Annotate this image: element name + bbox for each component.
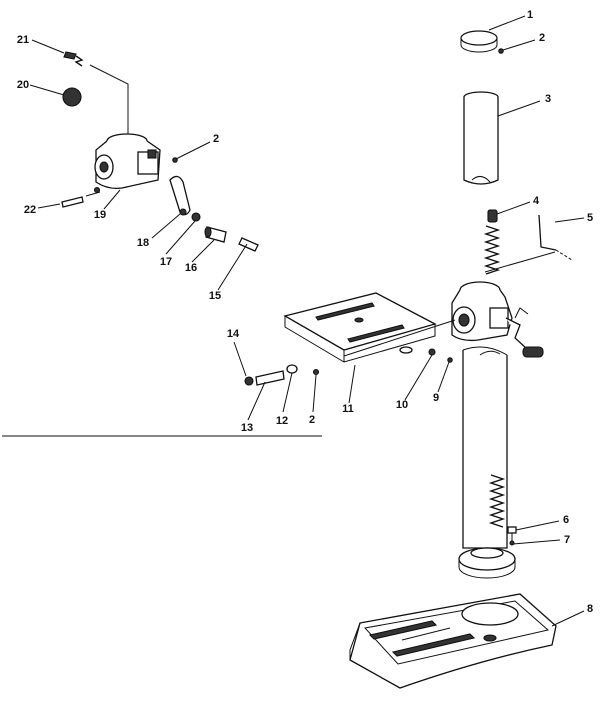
part-column-bracket bbox=[451, 281, 544, 358]
callout-2c: 2 bbox=[213, 133, 219, 145]
callout-21: 21 bbox=[17, 34, 29, 46]
part-base bbox=[349, 593, 557, 689]
callout-22: 22 bbox=[24, 204, 36, 216]
callout-19: 19 bbox=[94, 209, 106, 221]
part-table bbox=[283, 292, 437, 363]
callout-12: 12 bbox=[276, 415, 288, 427]
callout-11: 11 bbox=[342, 403, 354, 415]
callout-13: 13 bbox=[241, 422, 253, 434]
part-washer-17 bbox=[191, 212, 201, 222]
part-knob-16 bbox=[204, 226, 227, 243]
callout-3: 3 bbox=[545, 93, 551, 105]
callout-17: 17 bbox=[160, 256, 172, 268]
callout-2a: 2 bbox=[539, 32, 545, 44]
part-column-tube bbox=[463, 91, 499, 185]
callout-7: 7 bbox=[564, 534, 570, 546]
leader-lines bbox=[29, 15, 585, 627]
part-table-bolt bbox=[244, 364, 320, 386]
part-lever-arm bbox=[169, 175, 191, 216]
callout-labels: 1 2 3 4 5 6 7 8 9 10 11 2 12 13 14 15 16… bbox=[17, 9, 593, 615]
part-head-bracket bbox=[94, 133, 161, 190]
callout-8: 8 bbox=[587, 603, 593, 615]
part-spring-20 bbox=[62, 87, 82, 107]
part-collar-ring bbox=[460, 30, 498, 53]
callout-1: 1 bbox=[527, 9, 533, 21]
callout-5: 5 bbox=[587, 212, 593, 224]
part-spring bbox=[483, 209, 501, 275]
part-pin-10 bbox=[428, 348, 436, 356]
part-pin-9 bbox=[447, 357, 453, 363]
part-set-screw-top bbox=[498, 48, 504, 54]
callout-9: 9 bbox=[433, 392, 439, 404]
callout-14: 14 bbox=[227, 328, 240, 340]
callout-15: 15 bbox=[209, 290, 221, 302]
part-hex-key bbox=[538, 214, 573, 261]
part-screw-21 bbox=[63, 51, 84, 67]
callout-16: 16 bbox=[185, 262, 197, 274]
part-main-column bbox=[458, 346, 516, 579]
part-pin-22 bbox=[61, 191, 101, 208]
callout-2b: 2 bbox=[309, 414, 315, 426]
part-collar-6 bbox=[93, 186, 101, 194]
callout-18: 18 bbox=[137, 237, 149, 249]
callout-4: 4 bbox=[533, 195, 540, 207]
part-screw-15 bbox=[238, 237, 259, 252]
callout-20: 20 bbox=[17, 79, 29, 91]
callout-6: 6 bbox=[563, 514, 569, 526]
callout-10: 10 bbox=[396, 399, 408, 411]
